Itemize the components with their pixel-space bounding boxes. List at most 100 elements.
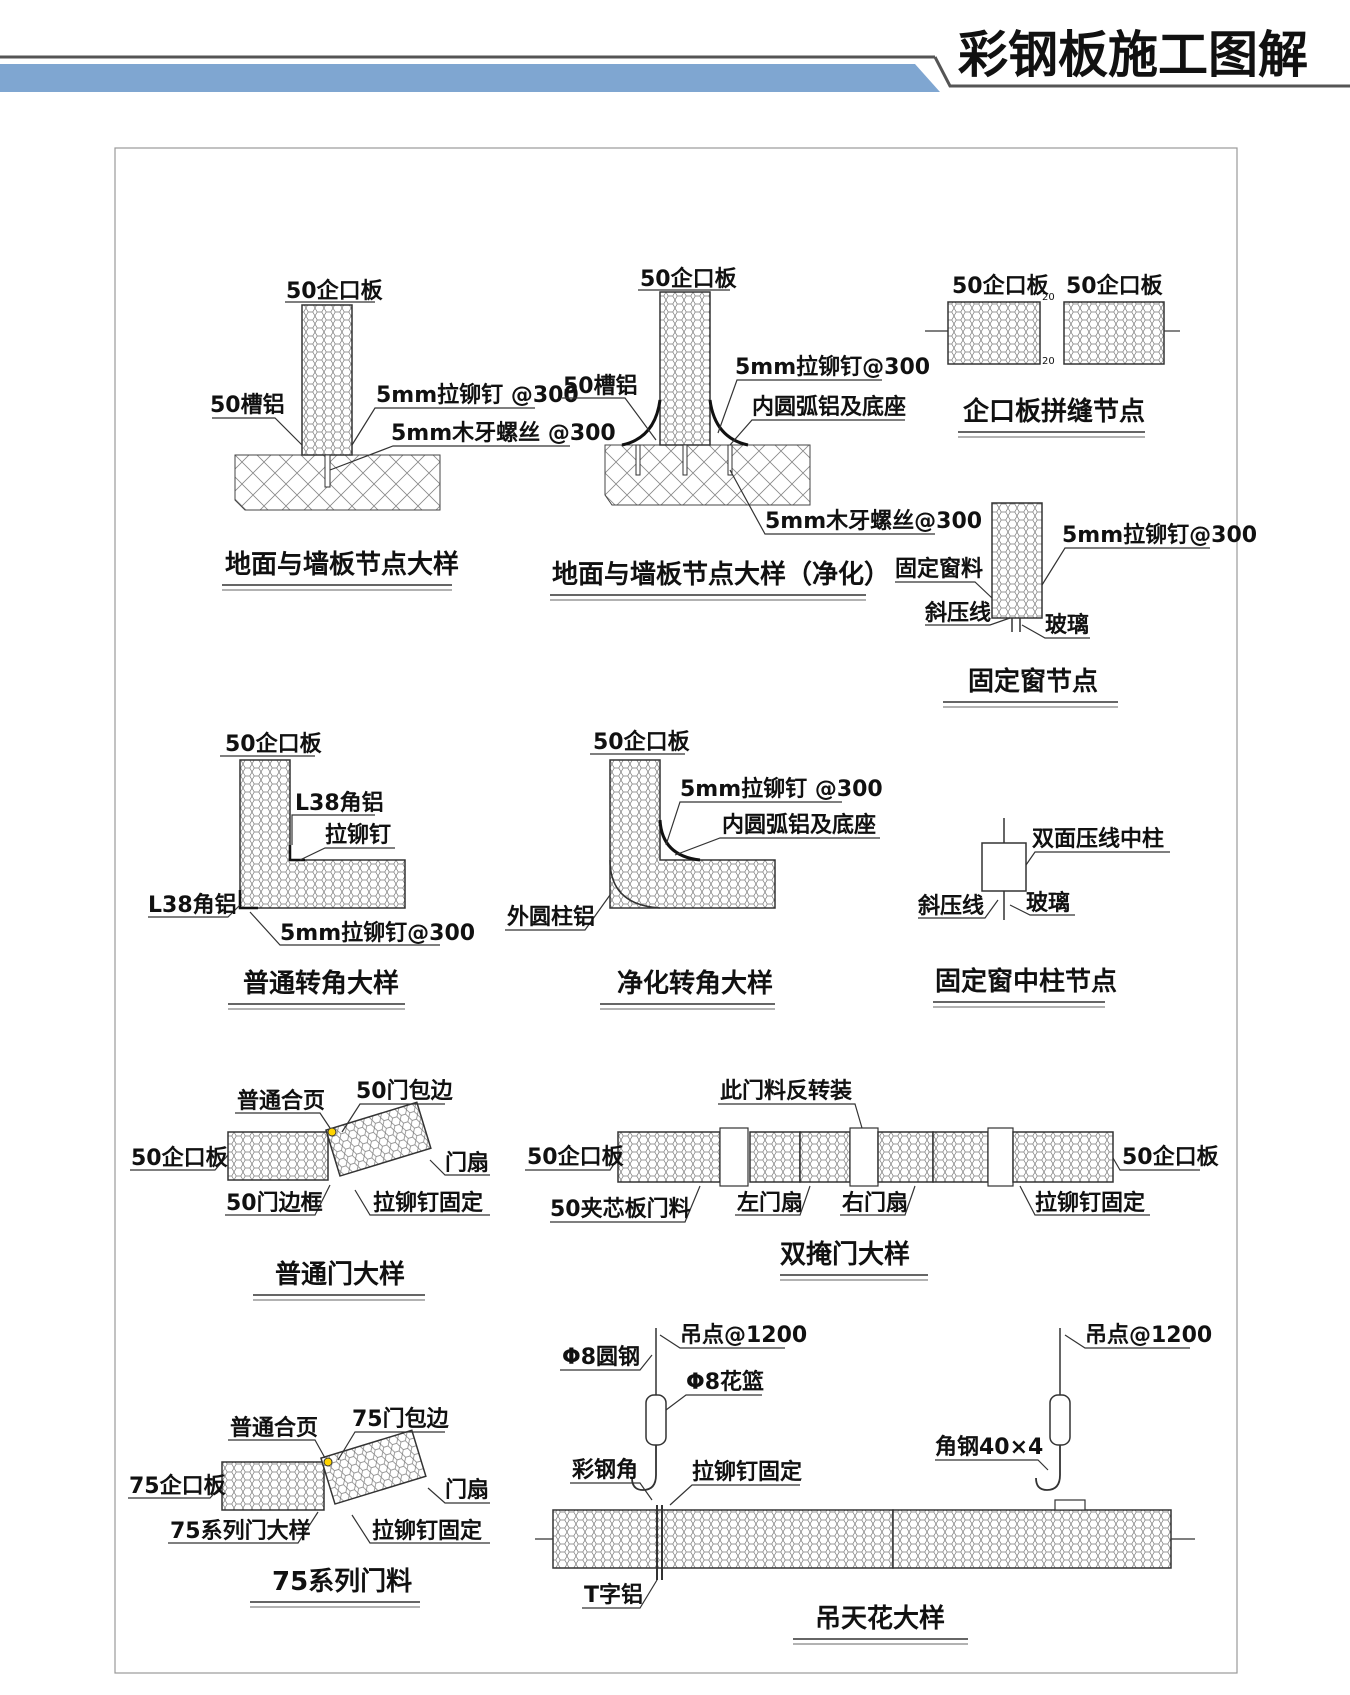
angle-right: [1054, 1499, 1086, 1511]
label-bead: 斜压线: [917, 893, 984, 919]
turnbuckle-right: [1049, 1394, 1071, 1446]
label-rivet: 拉铆钉固定: [1035, 1190, 1145, 1216]
label-panel: 50企口板: [593, 729, 691, 755]
leaf-right-a: [877, 1131, 934, 1183]
leader-rivet: [717, 379, 882, 434]
leader-rivet: [351, 407, 535, 446]
detail-door-double: 此门料反转装 50企口板 50企口板 50夹芯板门料 左门扇 右门扇 拉铆钉固定…: [525, 1078, 1220, 1281]
leader-frame: [225, 1184, 331, 1216]
leader-steel-angle: [935, 1459, 1049, 1471]
label-panel-right: 50企口板: [1066, 273, 1164, 299]
detail-panel-joint: 50企口板 50企口板 20 20 企口板拼缝节点: [925, 273, 1180, 438]
screw-2: [682, 444, 688, 476]
door-leaf: [320, 1429, 427, 1505]
door-frame-left: [719, 1127, 749, 1187]
label-rivet: 拉铆钉固定: [373, 1190, 483, 1216]
title-ground-wall-clean: 地面与墙板节点大样（净化）: [552, 559, 890, 590]
leader-outer: [505, 894, 611, 931]
leader-rivet: [299, 847, 395, 861]
label-channel: 50槽铝: [563, 373, 638, 399]
leader-screw: [729, 469, 935, 535]
label-leaf-right: 右门扇: [842, 1190, 908, 1216]
title-corner-normal: 普通转角大样: [243, 968, 399, 999]
corner-panel: [239, 759, 406, 909]
title-window-mullion: 固定窗中柱节点: [935, 966, 1117, 997]
wall-panel: [659, 291, 711, 446]
hook-right: [1035, 1445, 1061, 1491]
leader-mullion: [1025, 851, 1170, 866]
leader-rivet-spacing: [249, 911, 440, 946]
leader-angle-bottom: [148, 904, 241, 918]
label-hinge: 普通合页: [237, 1088, 325, 1114]
label-gap-top: 20: [1042, 292, 1055, 303]
header-accent-bar: [0, 64, 940, 92]
detail-corner-normal: 50企口板 L38角铝 拉铆钉 L38角铝 5mm拉铆钉@300 普通转角大样: [148, 731, 475, 1010]
leader-panel: [128, 1484, 223, 1499]
ground-hatch: [234, 454, 441, 511]
title-ceiling: 吊天花大样: [815, 1603, 945, 1634]
leader-glass: [1009, 904, 1075, 916]
leader-hinge: [235, 1112, 331, 1129]
label-panel: 50企口板: [286, 278, 384, 304]
cove-right: [708, 399, 749, 447]
detail-fixed-window: 5mm拉铆钉@300 固定窗料 斜压线 玻璃 固定窗节点: [895, 502, 1257, 708]
label-rivet: 5mm拉铆钉@300: [735, 354, 930, 380]
label-outer: 外圆柱铝: [507, 904, 595, 930]
label-angle-top: L38角铝: [295, 790, 384, 816]
ground-hatch: [604, 444, 811, 506]
title-ground-wall: 地面与墙板节点大样: [225, 549, 459, 580]
label-panel-left: 50企口板: [527, 1144, 625, 1170]
label-rivet: 5mm拉铆钉 @300: [680, 776, 883, 802]
page-title: 彩钢板施工图解: [958, 26, 1308, 84]
ceiling-panel-right: [892, 1509, 1172, 1569]
leader-t-bar: [582, 1579, 658, 1609]
detail-ground-wall: 50企口板 50槽铝 5mm拉铆钉 @300 5mm木牙螺丝 @300 地面与墙…: [210, 278, 616, 591]
label-angle: 彩钢角: [571, 1457, 638, 1483]
detail-window-mullion: 双面压线中柱 斜压线 玻璃 固定窗中柱节点: [917, 818, 1170, 1008]
panel-right: [1012, 1131, 1114, 1183]
detail-door-75: 普通合页 75门包边 75企口板 门扇 75系列门大样 拉铆钉固定 75系列门料: [128, 1406, 490, 1608]
screw-3: [727, 444, 733, 476]
title-door-double: 双掩门大样: [780, 1239, 910, 1270]
cove-inner: [658, 819, 701, 862]
label-panel-right: 50企口板: [1122, 1144, 1220, 1170]
label-cove: 内圆弧铝及底座: [752, 394, 906, 420]
leader-frame: [895, 581, 993, 599]
label-rivet: 5mm拉铆钉 @300: [376, 382, 579, 408]
hinge: [327, 1127, 337, 1137]
leader-channel: [562, 397, 657, 441]
label-glass: 玻璃: [1045, 612, 1089, 638]
title-fixed-window: 固定窗节点: [968, 666, 1098, 697]
title-door-75: 75系列门料: [272, 1567, 412, 1597]
leader-frame: [550, 1185, 701, 1223]
label-panel: 50企口板: [131, 1145, 229, 1171]
label-hanger-right: 吊点@1200: [1085, 1322, 1212, 1348]
leader-channel: [212, 417, 303, 446]
leader-hanger-right: [1064, 1334, 1190, 1349]
label-mullion: 双面压线中柱: [1032, 826, 1164, 852]
corner-panel: [609, 759, 776, 909]
hook-left: [631, 1445, 657, 1491]
label-screw: 5mm木牙螺丝 @300: [391, 420, 616, 446]
detail-ceiling: Φ8圆钢 吊点@1200 Φ8花篮 彩钢角 拉铆钉固定 吊点@1200 角钢40…: [535, 1322, 1212, 1645]
leader-angle-top: [291, 814, 375, 845]
leader-hanger-left: [659, 1334, 785, 1349]
label-frame: 50夹芯板门料: [550, 1196, 691, 1222]
wall-panel: [221, 1461, 325, 1511]
leader-panel-right: [1112, 1157, 1200, 1171]
label-channel: 50槽铝: [210, 392, 285, 418]
label-cove: 内圆弧铝及底座: [722, 812, 876, 838]
label-trim: 50门包边: [356, 1078, 454, 1104]
leader-glass: [1021, 624, 1090, 639]
label-leaf: 门扇: [445, 1150, 489, 1176]
anchor-bolt: [324, 454, 331, 488]
label-rivet: 拉铆钉固定: [692, 1459, 802, 1485]
label-bead: 斜压线: [924, 600, 991, 626]
leader-screw: [329, 445, 570, 471]
label-leaf: 门扇: [445, 1477, 489, 1503]
leader-rivet: [669, 1484, 800, 1506]
leaf-left-a: [749, 1131, 801, 1183]
angle-inner: [288, 845, 305, 862]
label-steel-angle: 角钢40×4: [935, 1434, 1043, 1460]
